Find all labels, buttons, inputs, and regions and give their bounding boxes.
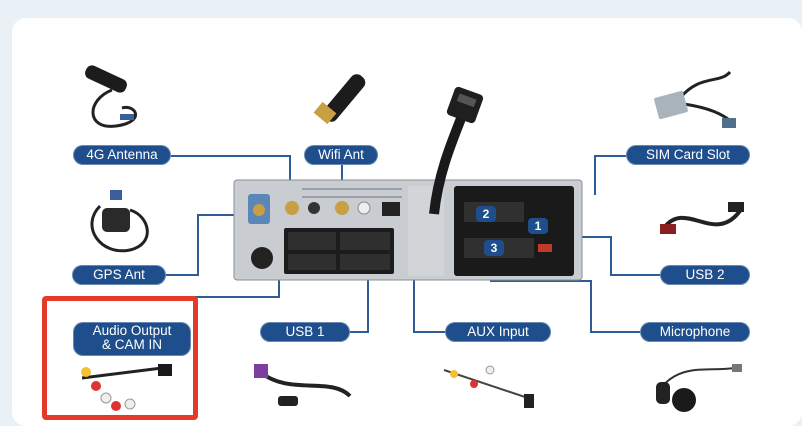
microphone-icon bbox=[656, 364, 742, 412]
aux-cable-icon bbox=[443, 365, 535, 408]
gps-antenna-icon bbox=[90, 190, 149, 253]
line-usb2 bbox=[610, 274, 660, 276]
label-aux-input: AUX Input bbox=[445, 322, 551, 342]
line-4g-down bbox=[289, 155, 291, 200]
label-4g-antenna: 4G Antenna bbox=[73, 145, 171, 165]
label-usb-2: USB 2 bbox=[660, 265, 750, 285]
line-audio bbox=[150, 296, 280, 298]
4g-antenna-icon bbox=[85, 65, 137, 128]
wifi-antenna-icon bbox=[313, 74, 366, 125]
label-microphone: Microphone bbox=[640, 322, 750, 342]
label-gps-ant: GPS Ant bbox=[72, 265, 166, 285]
line-gps-up bbox=[197, 214, 199, 276]
label-sim-card-slot: SIM Card Slot bbox=[626, 145, 750, 165]
line-gps-h bbox=[197, 214, 257, 216]
usb-cable-icon bbox=[660, 202, 744, 234]
head-unit-back-panel: 2 1 3 bbox=[232, 178, 584, 282]
line-usb1-up bbox=[367, 236, 369, 333]
label-audio-output-line2: & CAM IN bbox=[101, 337, 162, 352]
label-audio-output: Audio Output & CAM IN bbox=[73, 322, 191, 356]
line-sim bbox=[594, 155, 626, 157]
label-audio-output-line1: Audio Output bbox=[92, 323, 172, 338]
port-number-2: 2 bbox=[476, 206, 496, 222]
line-gps bbox=[166, 274, 198, 276]
line-mic bbox=[590, 331, 640, 333]
line-sim-down bbox=[594, 155, 596, 195]
line-4g bbox=[171, 155, 291, 157]
port-number-1: 1 bbox=[528, 218, 548, 234]
hdmi-cable-icon bbox=[429, 86, 484, 215]
label-usb-1: USB 1 bbox=[260, 322, 350, 342]
line-aux-up bbox=[413, 250, 415, 333]
line-usb1 bbox=[350, 331, 368, 333]
sim-card-cable-icon bbox=[654, 70, 736, 128]
audio-output-highlight-box bbox=[42, 296, 198, 420]
line-mic-up bbox=[590, 280, 592, 333]
label-wifi-ant: Wifi Ant bbox=[304, 145, 378, 165]
line-usb2-up bbox=[610, 236, 612, 276]
port-number-3: 3 bbox=[484, 240, 504, 256]
usb-cable-icon-2 bbox=[254, 364, 352, 406]
line-mic-h bbox=[490, 280, 592, 282]
rca-cable-icon bbox=[81, 364, 172, 411]
line-aux bbox=[413, 331, 445, 333]
